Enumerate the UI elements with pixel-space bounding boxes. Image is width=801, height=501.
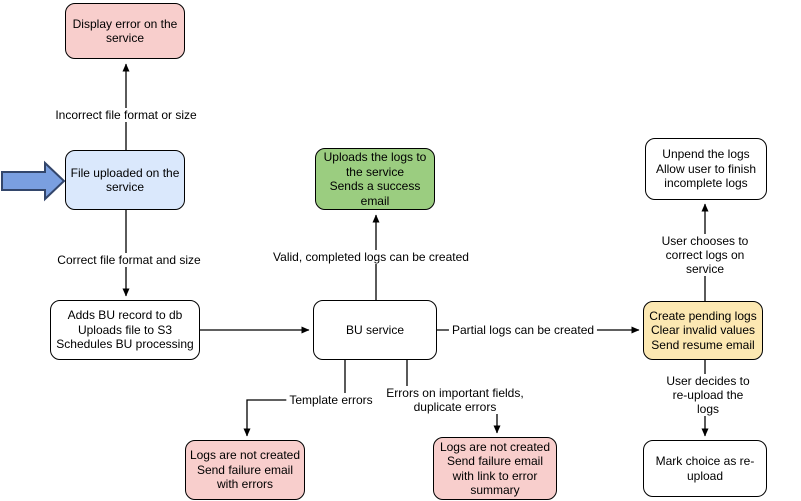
node-unpend-logs: Unpend the logs Allow user to finish inc… [645, 138, 767, 200]
node-display-error: Display error on the service [65, 3, 185, 59]
node-bu-service: BU service [313, 300, 437, 360]
edge-label-partial-logs: Partial logs can be created [448, 323, 598, 337]
node-fail-template: Logs are not created Send failure email … [185, 440, 305, 500]
entry-arrow-icon [1, 160, 66, 202]
edge-label-user-reupload: User decides to re-upload the logs [661, 374, 755, 416]
node-adds-bu-record: Adds BU record to db Uploads file to S3 … [50, 300, 200, 360]
edge-label-template-errors: Template errors [286, 393, 376, 407]
node-mark-reupload: Mark choice as re- upload [643, 440, 767, 497]
edge-label-correct-file: Correct file format and size [54, 253, 204, 267]
edge-label-user-correct: User chooses to correct logs on service [657, 234, 753, 276]
edge-label-valid-logs: Valid, completed logs can be created [270, 250, 472, 264]
edge-label-incorrect-file: Incorrect file format or size [52, 108, 200, 122]
node-pending-logs: Create pending logs Clear invalid values… [643, 301, 763, 360]
node-success-email: Uploads the logs to the service Sends a … [315, 148, 435, 210]
node-file-uploaded: File uploaded on the service [65, 150, 185, 210]
node-fail-fields: Logs are not created Send failure email … [433, 437, 557, 500]
edge-label-field-errors: Errors on important fields, duplicate er… [383, 386, 527, 414]
